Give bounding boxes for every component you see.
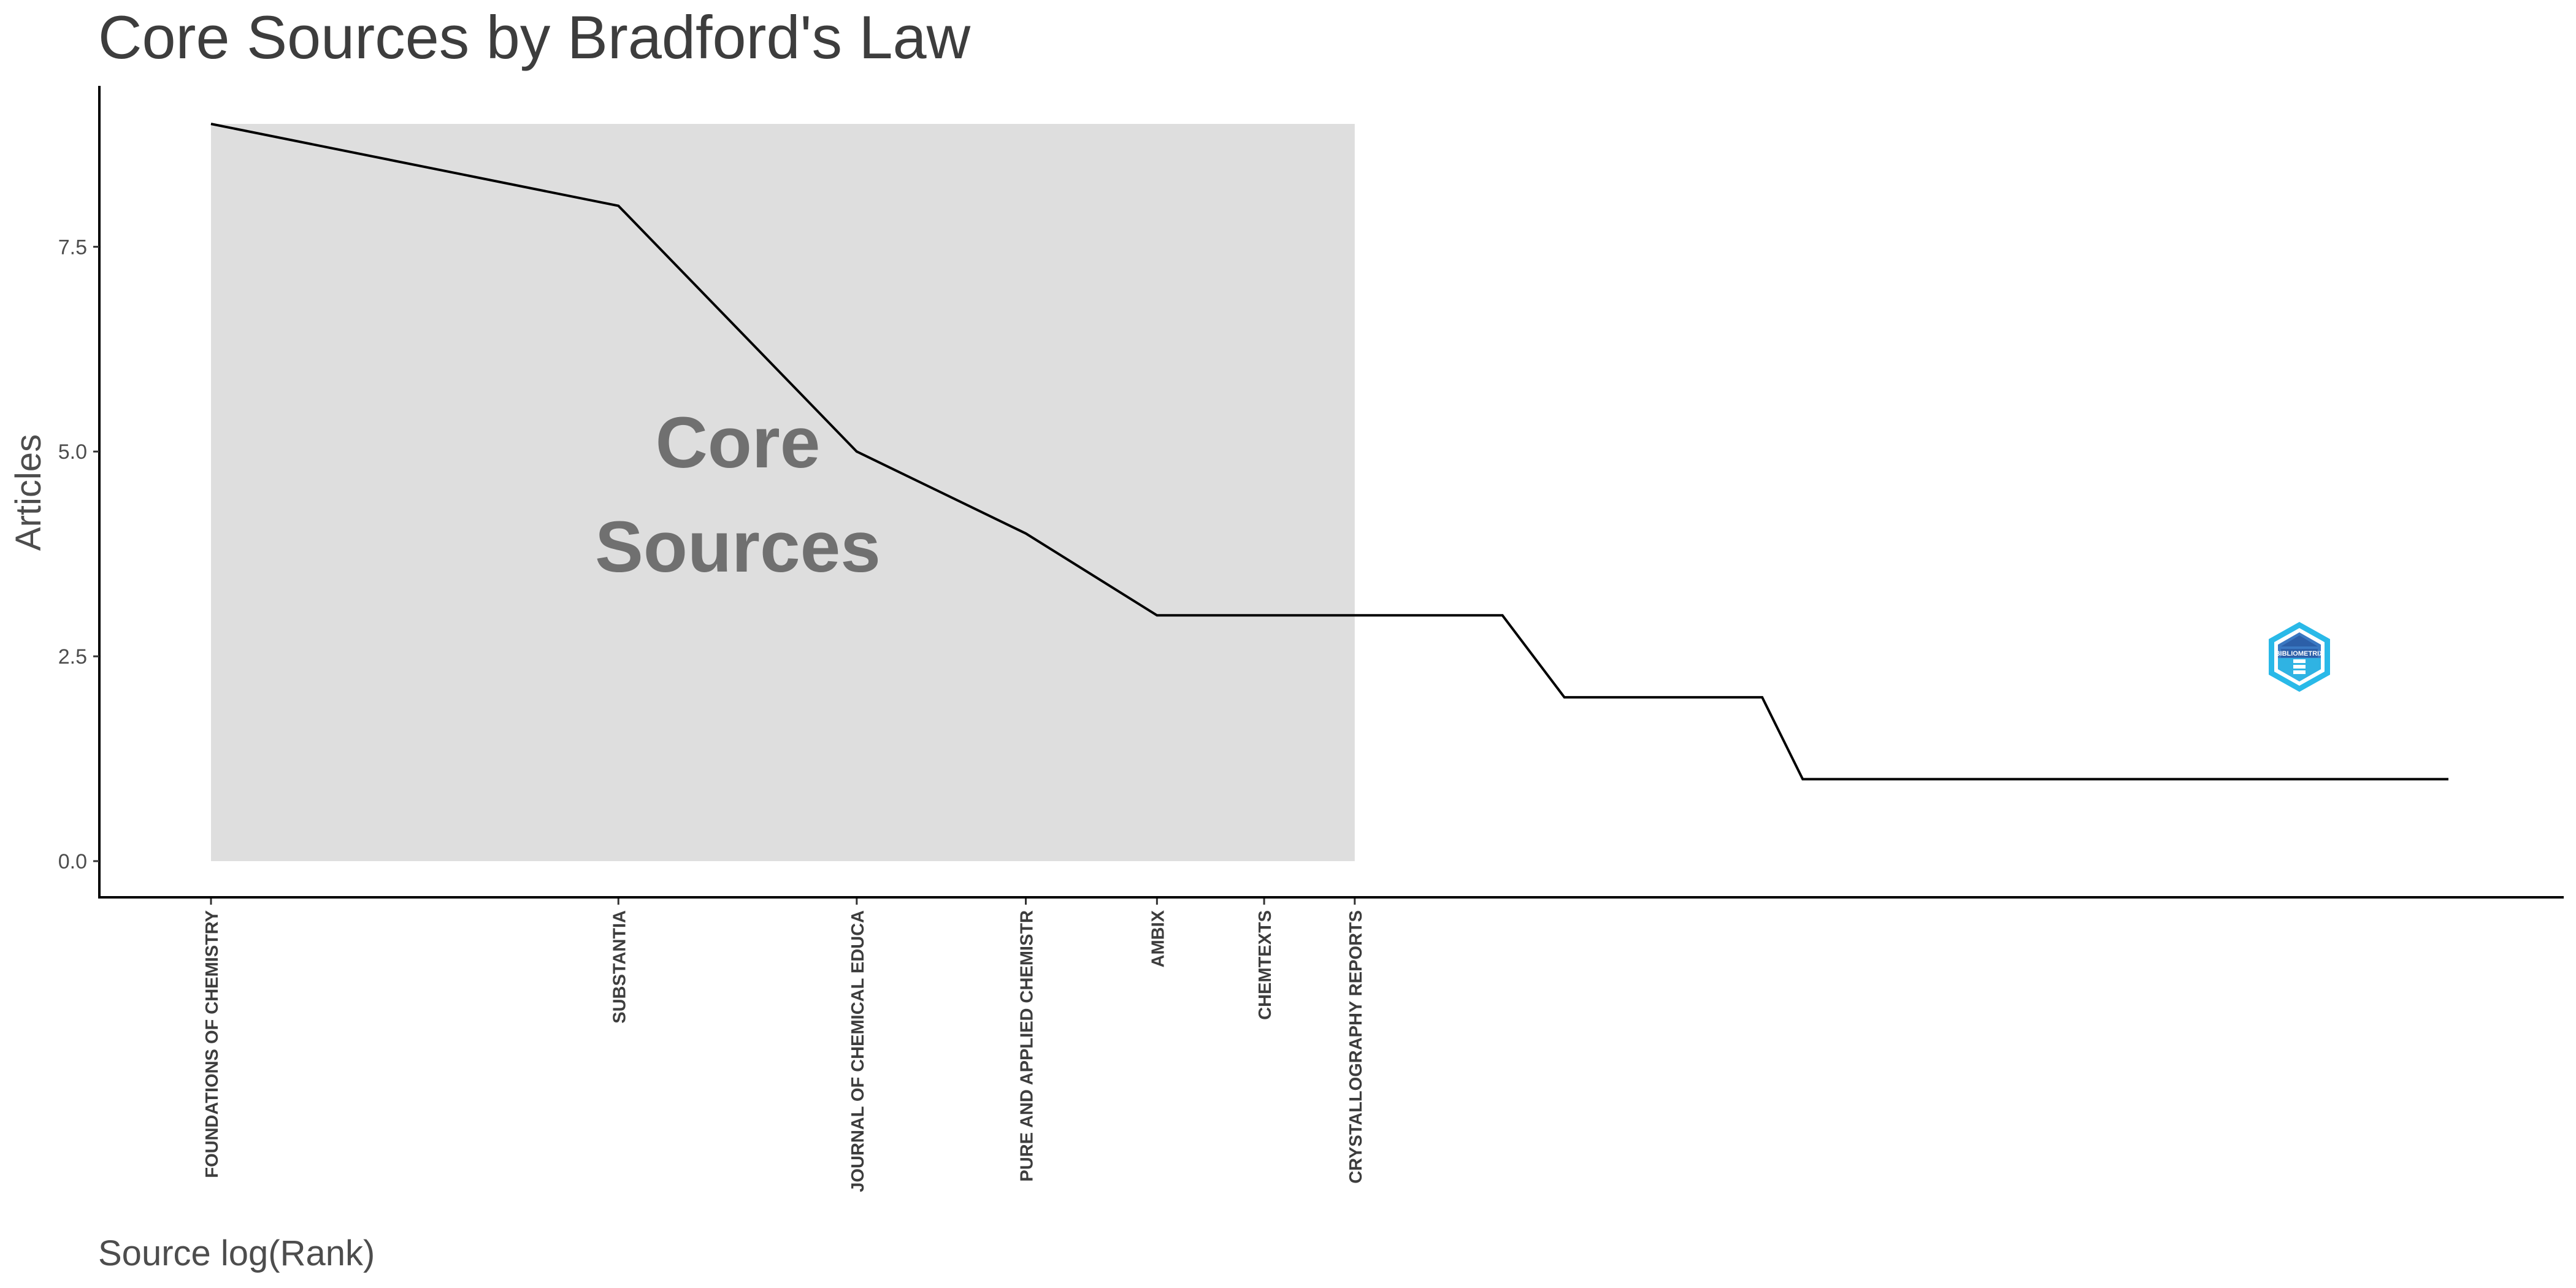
core-sources-zone bbox=[211, 124, 1355, 861]
y-tick-label: 5.0 bbox=[58, 440, 87, 464]
y-tick-label: 7.5 bbox=[58, 236, 87, 259]
bibliometrix-logo: BIBLIOMETRIX bbox=[2269, 622, 2330, 692]
chart-title: Core Sources by Bradford's Law bbox=[98, 3, 971, 71]
articles-series-line bbox=[210, 123, 2448, 781]
x-axis-title: Source log(Rank) bbox=[98, 1233, 375, 1273]
x-tick-label: JOURNAL OF CHEMICAL EDUCA bbox=[848, 910, 868, 1192]
core-zone-label-line-1: Core bbox=[656, 402, 821, 483]
y-tick-label: 0.0 bbox=[58, 850, 87, 873]
core-zone-label-line-2: Sources bbox=[595, 507, 881, 588]
x-tick-label: FOUNDATIONS OF CHEMISTRY bbox=[202, 910, 222, 1178]
x-tick-label: CRYSTALLOGRAPHY REPORTS bbox=[1346, 910, 1366, 1184]
x-tick-label: SUBSTANTIA bbox=[610, 910, 629, 1024]
y-axis-title: Articles bbox=[9, 434, 48, 551]
x-tick-label: CHEMTEXTS bbox=[1255, 910, 1275, 1020]
x-tick-label: PURE AND APPLIED CHEMISTR bbox=[1018, 910, 1037, 1182]
logo-text: BIBLIOMETRIX bbox=[2275, 650, 2324, 657]
y-axis-ticks: 0.0 2.5 5.0 7.5 bbox=[58, 236, 99, 873]
y-tick-label: 2.5 bbox=[58, 645, 87, 669]
x-axis-ticks: FOUNDATIONS OF CHEMISTRY SUBSTANTIA JOURNA… bbox=[202, 899, 1366, 1192]
x-tick-label: AMBIX bbox=[1148, 910, 1168, 967]
